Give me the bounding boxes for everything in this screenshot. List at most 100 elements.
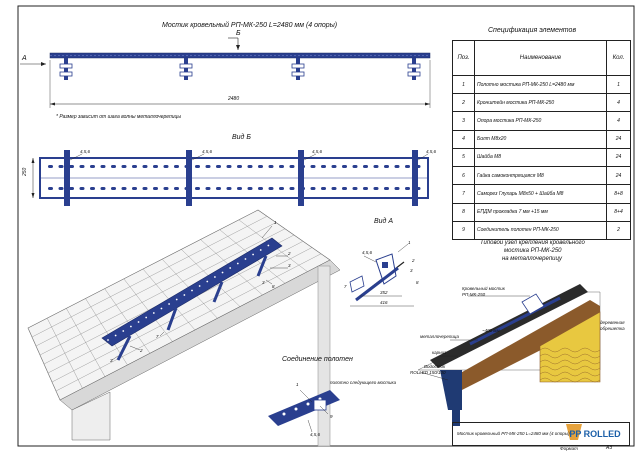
node-label-dim: ~400 мм <box>482 328 500 333</box>
gutter-pipe <box>452 410 460 426</box>
node-label-board-2: обрешетка <box>600 326 625 331</box>
typical-node-section <box>417 284 601 426</box>
spec-cell-pos: 1 <box>452 74 475 95</box>
plank-hole <box>405 165 410 168</box>
view-b-callout-4: 4,5,6 <box>426 149 437 154</box>
plank-hole <box>174 165 179 168</box>
iso-callout-7: 2 <box>140 348 143 353</box>
connection-plank <box>268 390 340 426</box>
connection-callout-1-text: полотно следующего мостика <box>330 380 397 385</box>
view-a-callout-456: 4,5,6 <box>362 250 373 255</box>
view-a-title: Вид А <box>374 218 394 225</box>
spec-cell-pos: 9 <box>452 220 475 241</box>
spec-cell-name: Болт М8х20 <box>474 129 607 149</box>
plank-hole <box>142 187 148 190</box>
connection-view <box>268 389 340 433</box>
plank-hole <box>90 187 95 190</box>
node-label-bridge-2: РП-МК-250 <box>462 292 486 297</box>
plank-hole <box>237 165 242 168</box>
spec-cell-pos: 8 <box>452 202 475 222</box>
view-a-callout-2: 2 <box>412 258 415 263</box>
plank-hole <box>247 165 253 168</box>
plank-hole <box>247 187 253 190</box>
spec-cell-pos: 2 <box>452 93 475 113</box>
spec-head-name: Наименование <box>474 40 607 76</box>
plank-hole <box>48 187 53 190</box>
view-a-detail <box>349 243 414 307</box>
plank-hole <box>226 187 232 190</box>
view-b-title: Вид Б <box>232 134 251 141</box>
spec-cell-qty: 24 <box>606 147 631 168</box>
support-4 <box>407 58 421 80</box>
connection-callout-1: 1 <box>296 382 299 387</box>
plank-hole <box>216 165 221 168</box>
plank-hole <box>153 165 158 168</box>
spec-cell-qty: 24 <box>606 129 631 149</box>
spec-cell-qty: 4 <box>606 111 631 131</box>
iso-callout-5: 8 <box>272 284 275 289</box>
spec-cell-name: Саморез Глухарь М8х50 + Шайба М8 <box>474 184 607 204</box>
plank-hole <box>289 187 295 190</box>
plank-hole <box>342 165 347 168</box>
spec-cell-qty: 4 <box>606 93 631 113</box>
spec-head-qty: Кол. <box>606 40 631 76</box>
node-title-1: Типовой узел крепления кровельного <box>480 240 585 246</box>
view-a-dim-416: 416 <box>380 300 388 305</box>
plank-hole <box>48 165 53 168</box>
iso-callout-6: 7 <box>156 334 159 339</box>
spec-cell-name: Соединитель полотен РП-МК-250 <box>474 220 607 241</box>
format-label: Формат <box>560 446 578 451</box>
node-label-tile: металлочерепица <box>420 334 460 339</box>
plank-hole <box>205 187 211 190</box>
plank-hole <box>405 187 410 190</box>
view-a-callout-3: 3 <box>410 268 413 273</box>
spec-cell-name: Гайка самоконтрящаяся М8 <box>474 166 607 186</box>
insulation <box>539 311 601 383</box>
plank-hole <box>226 165 232 168</box>
plank-hole <box>100 165 106 168</box>
iso-support-1 <box>116 335 132 361</box>
iso-support-4 <box>256 255 268 277</box>
node-label-bridge-1: Кровельный мостик <box>462 286 505 291</box>
plank-hole <box>279 165 284 168</box>
plank-hole <box>268 165 274 168</box>
spec-cell-qty: 8+8 <box>606 184 631 204</box>
support-2 <box>179 58 193 80</box>
plank-hole <box>205 165 211 168</box>
plank-hole <box>352 187 358 190</box>
plank-hole <box>279 187 284 190</box>
plank-hole <box>216 187 221 190</box>
spec-cell-qty: 24 <box>606 166 631 186</box>
plank-hole <box>58 187 64 190</box>
plank-hole <box>342 187 347 190</box>
view-a-callout-1: 1 <box>408 240 411 245</box>
title-block: Мостик кровельный РП-МК-250 L=2480 мм (4… <box>452 422 630 446</box>
spec-cell-name: Шайба М8 <box>474 147 607 168</box>
plank-hole <box>69 187 74 190</box>
view-a-label: А <box>22 55 27 62</box>
plank-hole <box>321 187 326 190</box>
spec-cell-name: ЕПДМ прокладка 7 мм +15 мм <box>474 202 607 222</box>
spec-cell-pos: 7 <box>452 184 475 204</box>
view-b-label: Б <box>236 30 241 37</box>
format-value: А3 <box>606 445 613 451</box>
connection-title: Соединение полотен <box>282 356 353 363</box>
plank-hole <box>174 187 179 190</box>
plank-hole <box>321 165 326 168</box>
view-b-callout-1: 4,5,6 <box>80 149 91 154</box>
plank-iso <box>101 237 283 347</box>
view-b-height-dim: 250 <box>22 167 28 176</box>
rafter <box>448 300 600 392</box>
iso-callout-8: 3 <box>110 358 113 363</box>
plank-hole <box>79 165 85 168</box>
plank-hole <box>394 187 400 190</box>
top-view <box>20 37 431 108</box>
section-bridge <box>469 296 561 346</box>
support-1 <box>59 58 73 80</box>
